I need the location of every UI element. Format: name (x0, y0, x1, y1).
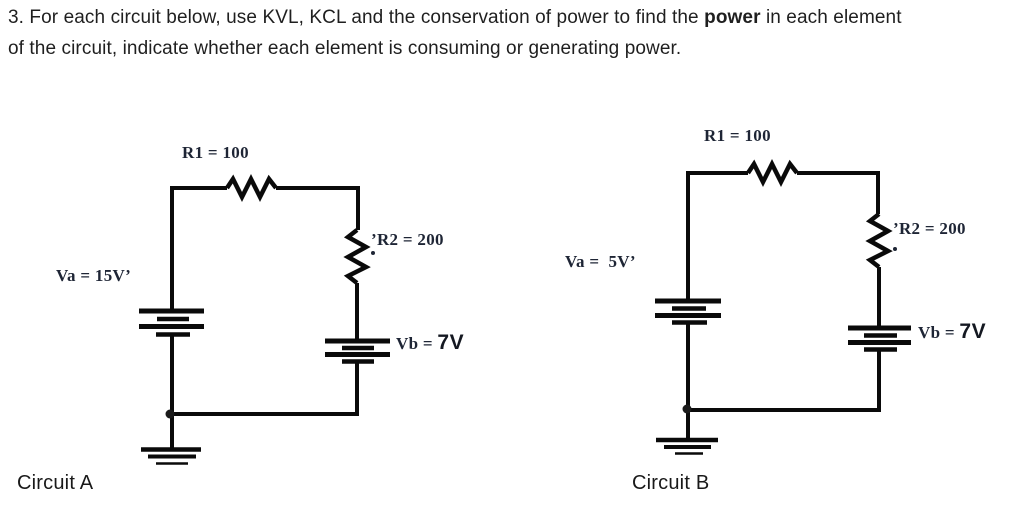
problem-statement-line-1: 3. For each circuit below, use KVL, KCL … (8, 2, 1022, 33)
problem-text-bold: power (704, 7, 761, 28)
vb-label-value: 7V (959, 320, 987, 343)
circuit-b-r2-label: ’R2 = 200 (893, 219, 966, 238)
circuit-a-vb-label: Vb = 7V (396, 331, 465, 354)
problem-text: 3. For each circuit below, use KVL, KCL … (8, 7, 705, 28)
wire (688, 351, 881, 412)
wire (172, 363, 359, 416)
problem-statement: 3. For each circuit below, use KVL, KCL … (8, 2, 1022, 64)
vb-label-value: 7V (437, 331, 465, 354)
circuit-a-caption: Circuit A (17, 472, 94, 494)
battery-vb-symbol (325, 338, 390, 364)
problem-text: in each element (760, 7, 902, 28)
resistor-r1-symbol (746, 158, 799, 188)
circuit-a-r1-label: R1 = 100 (182, 143, 249, 162)
wire (276, 186, 360, 230)
circuit-b-caption: Circuit B (632, 472, 710, 494)
circuit-a-diagram (139, 173, 390, 465)
circuit-a-va-label: Va = 15V’ (56, 266, 132, 285)
circuit-b-vb-label: Vb = 7V (918, 320, 987, 343)
wire (170, 186, 227, 311)
r2-dot (893, 247, 897, 251)
wire (797, 171, 880, 214)
problem-statement-line-2: of the circuit, indicate whether each el… (8, 38, 682, 59)
resistor-r1-symbol (225, 173, 278, 203)
battery-va-symbol (139, 308, 204, 337)
junction-dot (165, 409, 175, 419)
circuit-b-va-label: Va = 5V’ (565, 252, 636, 271)
vb-label-prefix: Vb = (396, 334, 438, 353)
vb-label-prefix: Vb = (918, 323, 960, 342)
resistor-r2-symbol (865, 212, 893, 269)
circuit-a-r2-label: ’R2 = 200 (371, 230, 444, 249)
r2-dot (371, 251, 375, 255)
wire (686, 171, 748, 299)
ground-icon (141, 447, 201, 465)
junction-dot (682, 404, 692, 414)
circuit-b-diagram (655, 158, 911, 455)
battery-va-symbol (655, 298, 721, 325)
resistor-r2-symbol (343, 228, 371, 285)
battery-vb-symbol (848, 325, 911, 352)
ground-icon (656, 437, 718, 455)
circuit-b-r1-label: R1 = 100 (704, 126, 771, 145)
